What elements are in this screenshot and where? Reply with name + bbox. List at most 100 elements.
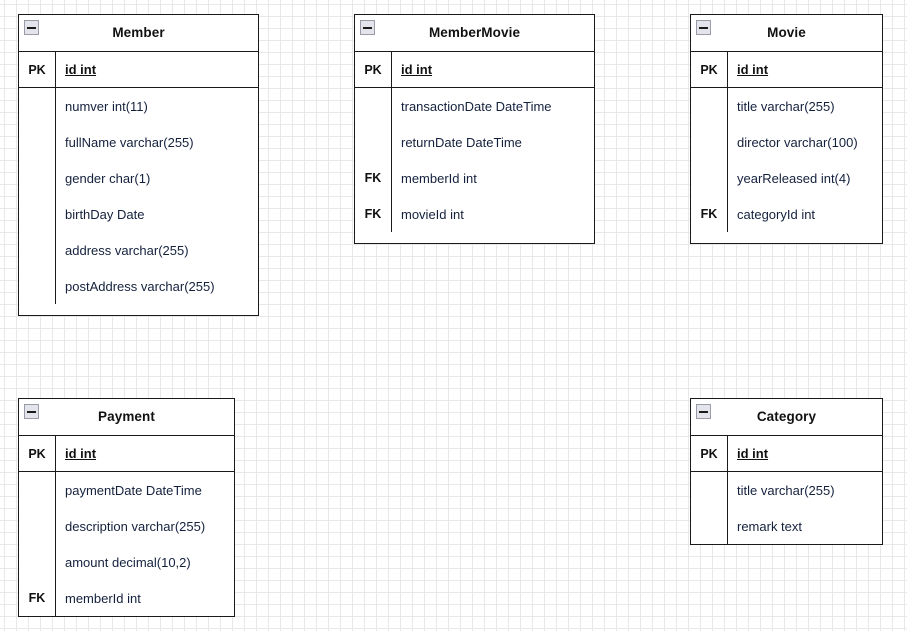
row-key-label bbox=[19, 508, 55, 544]
row-field-label: id int bbox=[737, 62, 769, 77]
row-key-label bbox=[19, 268, 55, 304]
row-key-label: PK bbox=[28, 446, 46, 461]
row-field-cell: id int bbox=[55, 52, 258, 87]
entity-header-payment[interactable]: Payment bbox=[19, 399, 234, 436]
row-field-cell: id int bbox=[55, 436, 234, 471]
row-field-label: returnDate DateTime bbox=[401, 134, 522, 150]
row-field-label: movieId int bbox=[401, 206, 464, 222]
collapse-minus-icon[interactable] bbox=[696, 404, 711, 419]
row-field-cell: returnDate DateTime bbox=[391, 124, 594, 160]
collapse-minus-icon[interactable] bbox=[24, 20, 39, 35]
collapse-minus-bar bbox=[699, 26, 708, 29]
collapse-minus-icon[interactable] bbox=[696, 20, 711, 35]
row-field-label: birthDay Date bbox=[65, 206, 145, 222]
entity-row-pk[interactable]: PK id int bbox=[355, 52, 594, 88]
entity-fields-movie: title varchar(255) director varchar(100) y… bbox=[691, 88, 882, 232]
entity-row[interactable]: FK memberId int bbox=[355, 160, 594, 196]
entity-row[interactable]: fullName varchar(255) bbox=[19, 124, 258, 160]
entity-row-pk[interactable]: PK id int bbox=[19, 436, 234, 472]
row-field-cell: gender char(1) bbox=[55, 160, 258, 196]
entity-row[interactable]: remark text bbox=[691, 508, 882, 544]
entity-title: MemberMovie bbox=[428, 25, 521, 41]
entity-row[interactable]: returnDate DateTime bbox=[355, 124, 594, 160]
entity-fields-membermovie: transactionDate DateTime returnDate DateT… bbox=[355, 88, 594, 232]
row-field-cell: memberId int bbox=[391, 160, 594, 196]
entity-title: Member bbox=[112, 25, 165, 41]
row-field-label: director varchar(100) bbox=[737, 134, 858, 150]
collapse-minus-bar bbox=[699, 410, 708, 413]
entity-fields-payment: paymentDate DateTime description varchar(… bbox=[19, 472, 234, 616]
row-field-cell: title varchar(255) bbox=[727, 88, 882, 124]
row-field-label: gender char(1) bbox=[65, 170, 151, 186]
entity-fields-member: numver int(11) fullName varchar(255) gende… bbox=[19, 88, 258, 304]
row-key-label: PK bbox=[364, 62, 382, 77]
row-key-label bbox=[691, 88, 727, 124]
row-key-label: FK bbox=[364, 171, 382, 185]
row-field-label: postAddress varchar(255) bbox=[65, 278, 215, 294]
row-field-cell: description varchar(255) bbox=[55, 508, 234, 544]
row-key-label bbox=[19, 544, 55, 580]
row-field-label: id int bbox=[65, 446, 97, 461]
row-field-label: id int bbox=[737, 446, 769, 461]
row-key-label bbox=[19, 472, 55, 508]
row-key-label bbox=[19, 88, 55, 124]
collapse-minus-bar bbox=[363, 26, 372, 29]
row-field-label: fullName varchar(255) bbox=[65, 134, 194, 150]
entity-title: Payment bbox=[98, 409, 155, 425]
row-key-label bbox=[19, 124, 55, 160]
entity-header-membermovie[interactable]: MemberMovie bbox=[355, 15, 594, 52]
row-key-label bbox=[355, 124, 391, 160]
entity-row[interactable]: yearReleased int(4) bbox=[691, 160, 882, 196]
entity-fields-category: title varchar(255) remark text bbox=[691, 472, 882, 544]
entity-row[interactable]: description varchar(255) bbox=[19, 508, 234, 544]
collapse-minus-icon[interactable] bbox=[24, 404, 39, 419]
entity-header-category[interactable]: Category bbox=[691, 399, 882, 436]
entity-row[interactable]: paymentDate DateTime bbox=[19, 472, 234, 508]
row-field-cell: fullName varchar(255) bbox=[55, 124, 258, 160]
entity-header-member[interactable]: Member bbox=[19, 15, 258, 52]
entity-row[interactable]: address varchar(255) bbox=[19, 232, 258, 268]
entity-title: Movie bbox=[767, 25, 806, 41]
entity-row[interactable]: transactionDate DateTime bbox=[355, 88, 594, 124]
entity-header-movie[interactable]: Movie bbox=[691, 15, 882, 52]
row-field-cell: yearReleased int(4) bbox=[727, 160, 882, 196]
row-field-label: paymentDate DateTime bbox=[65, 482, 202, 498]
row-key-label: FK bbox=[700, 207, 718, 221]
row-field-cell: birthDay Date bbox=[55, 196, 258, 232]
row-field-cell: address varchar(255) bbox=[55, 232, 258, 268]
row-field-label: id int bbox=[65, 62, 97, 77]
row-key-label: PK bbox=[28, 62, 46, 77]
row-field-label: amount decimal(10,2) bbox=[65, 554, 191, 570]
entity-row[interactable]: title varchar(255) bbox=[691, 88, 882, 124]
entity-row[interactable]: title varchar(255) bbox=[691, 472, 882, 508]
row-field-label: numver int(11) bbox=[65, 98, 148, 114]
entity-row[interactable]: birthDay Date bbox=[19, 196, 258, 232]
row-field-cell: director varchar(100) bbox=[727, 124, 882, 160]
row-field-cell: id int bbox=[727, 52, 882, 87]
row-field-label: address varchar(255) bbox=[65, 242, 189, 258]
collapse-minus-icon[interactable] bbox=[360, 20, 375, 35]
row-field-cell: transactionDate DateTime bbox=[391, 88, 594, 124]
entity-row[interactable]: gender char(1) bbox=[19, 160, 258, 196]
entity-title: Category bbox=[756, 409, 817, 425]
row-field-label: remark text bbox=[737, 518, 803, 534]
entity-row[interactable]: director varchar(100) bbox=[691, 124, 882, 160]
entity-row-pk[interactable]: PK id int bbox=[19, 52, 258, 88]
row-field-label: memberId int bbox=[65, 590, 141, 606]
row-key-label bbox=[355, 88, 391, 124]
entity-row[interactable]: postAddress varchar(255) bbox=[19, 268, 258, 304]
entity-row[interactable]: numver int(11) bbox=[19, 88, 258, 124]
row-field-label: id int bbox=[401, 62, 433, 77]
entity-row[interactable]: amount decimal(10,2) bbox=[19, 544, 234, 580]
row-field-cell: title varchar(255) bbox=[727, 472, 882, 508]
